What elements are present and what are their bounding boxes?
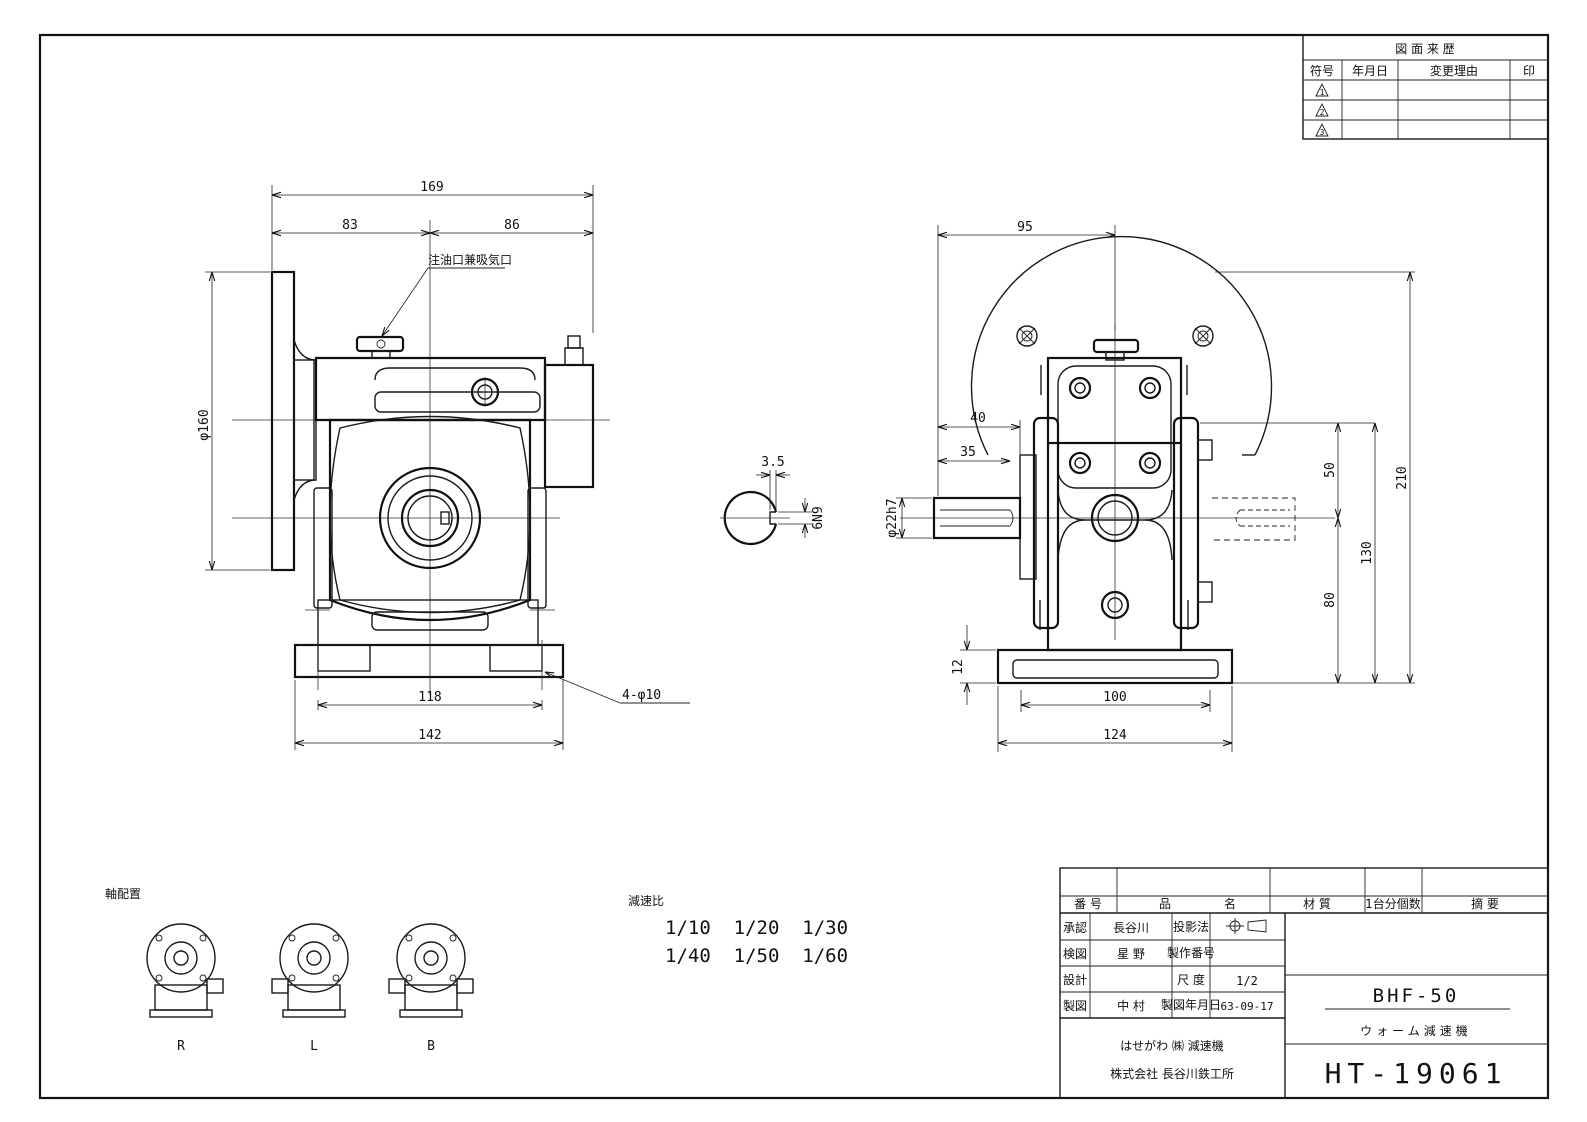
cover-bolt-3 [1068, 451, 1092, 475]
tb-date-label: 製図年月日 [1161, 998, 1221, 1012]
dim-169: 169 [420, 180, 443, 195]
tb-designed-label: 設計 [1063, 972, 1087, 987]
reduction-title: 減速比 [628, 893, 664, 908]
tb-drawn-label: 製図 [1063, 999, 1087, 1013]
revision-title: 図 面 来 歴 [1395, 42, 1454, 56]
tb-date: 63-09-17 [1221, 1000, 1274, 1013]
cover-bolt-4 [1138, 451, 1162, 475]
revision-mark-2: 2 [1315, 102, 1329, 117]
oil-plug [355, 335, 405, 359]
key-depth: 3.5 [761, 455, 784, 470]
flange-bolt-right [1192, 325, 1214, 347]
dim-124: 124 [1103, 728, 1127, 743]
dim-130: 130 [1360, 541, 1375, 564]
front-view: 169 83 86 φ160 注油口兼吸気口 118 142 4-φ10 [197, 180, 690, 750]
reduction-ratio: 減速比 1/10 1/20 1/30 1/40 1/50 1/60 [628, 893, 848, 967]
arrangement-label-b: B [427, 1039, 435, 1054]
revision-header-seal: 印 [1523, 64, 1535, 78]
arrangement-b [388, 923, 474, 1018]
motor-flange-circle [970, 235, 1273, 456]
revision-header-reason: 変更理由 [1430, 63, 1478, 78]
cover-bolt-2 [1138, 376, 1162, 400]
arrangement-l [271, 923, 349, 1018]
arrangement-label-l: L [310, 1039, 318, 1054]
foot-base [293, 599, 565, 690]
tb-drawing-number: HT-19061 [1325, 1057, 1508, 1090]
dim-shaft-dia: φ22h7 [885, 498, 900, 537]
drain-bolt [1100, 590, 1130, 620]
title-block: 番 号 品 名 材 質 1台分個数 摘 要 承認 長谷川 投影法 検図 星 野 … [1059, 867, 1549, 1099]
worm-housing-upper [314, 356, 547, 422]
dim-flange-dia: φ160 [197, 409, 212, 440]
cover-bolt-1 [1068, 376, 1092, 400]
dim-83: 83 [342, 218, 358, 233]
input-shaft [932, 496, 1022, 540]
dim-86: 86 [504, 218, 520, 233]
revision-mark-1: 1 [1315, 82, 1329, 97]
reduction-row-2: 1/40 1/50 1/60 [665, 945, 848, 967]
dim-210: 210 [1395, 466, 1410, 489]
tb-approved-label: 承認 [1063, 920, 1087, 935]
dim-95: 95 [1017, 220, 1033, 235]
top-plug [1092, 338, 1140, 361]
svg-text:2: 2 [1320, 108, 1325, 117]
dim-35: 35 [960, 445, 976, 460]
shaft-arrangement-title: 軸配置 [105, 887, 141, 901]
oil-port-label: 注油口兼吸気口 [428, 252, 512, 267]
key-detail: 3.5 6N9 [720, 455, 823, 546]
tb-header-part: 品 [1159, 897, 1171, 911]
dim-80: 80 [1323, 592, 1338, 608]
dim-100: 100 [1103, 690, 1126, 705]
output-bore [1090, 493, 1140, 543]
housing-bolt [470, 377, 500, 407]
side-base [996, 648, 1234, 685]
shaft-arrangement: 軸配置 R L [105, 887, 474, 1054]
flange-bolt-left [1016, 325, 1038, 347]
tb-drawn: 中 村 [1117, 998, 1145, 1013]
revision-header-mark: 符号 [1310, 63, 1334, 78]
tb-header-number: 番 号 [1074, 897, 1102, 911]
revision-mark-3: 3 [1315, 122, 1329, 137]
tb-serial-label: 製作番号 [1167, 946, 1215, 960]
side-housing-body [1019, 416, 1213, 652]
tb-header-material: 材 質 [1303, 896, 1331, 911]
hole-callout: 4-φ10 [622, 688, 661, 703]
side-housing-upper [1040, 356, 1188, 489]
tb-product: ウォーム減速機 [1360, 1023, 1472, 1038]
tb-model: BHF-50 [1373, 985, 1460, 1007]
tb-scale: 1/2 [1236, 974, 1258, 988]
arrangement-label-r: R [177, 1039, 185, 1054]
dim-12: 12 [951, 659, 966, 675]
dim-118: 118 [418, 690, 441, 705]
motor-flange [270, 270, 317, 572]
tb-header-part2: 名 [1224, 896, 1236, 911]
tb-scale-label: 尺 度 [1177, 972, 1205, 987]
arrangement-r [146, 923, 224, 1018]
hollow-shaft-right [1212, 497, 1296, 541]
tb-approved: 長谷川 [1113, 921, 1149, 935]
tb-header-qty: 1台分個数 [1365, 896, 1421, 911]
tb-projection-label: 投影法 [1173, 919, 1209, 934]
svg-text:3: 3 [1320, 128, 1325, 137]
key-width: 6N9 [808, 506, 823, 529]
dim-142: 142 [418, 728, 441, 743]
tb-header-remarks: 摘 要 [1471, 896, 1499, 911]
tb-company: 株式会社 長谷川鉄工所 [1110, 1066, 1234, 1081]
output-hub [378, 466, 482, 570]
dim-50: 50 [1323, 462, 1338, 478]
sheet-border [38, 33, 1550, 1100]
tb-brand: はせがわ ㈱ 減速機 [1120, 1038, 1224, 1053]
breather-nipple [543, 335, 595, 489]
side-view: 95 40 35 φ22h7 12 100 124 50 80 [885, 220, 1415, 752]
tb-checked-label: 検図 [1063, 947, 1087, 961]
revision-table: 図 面 来 歴 符号 年月日 変更理由 印 1 2 3 [1302, 34, 1549, 140]
svg-text:1: 1 [1320, 88, 1325, 97]
dim-40: 40 [970, 411, 986, 426]
tb-checked: 星 野 [1117, 947, 1145, 961]
projection-symbol-icon [1226, 918, 1267, 934]
revision-header-date: 年月日 [1352, 64, 1388, 78]
reduction-row-1: 1/10 1/20 1/30 [665, 917, 848, 939]
